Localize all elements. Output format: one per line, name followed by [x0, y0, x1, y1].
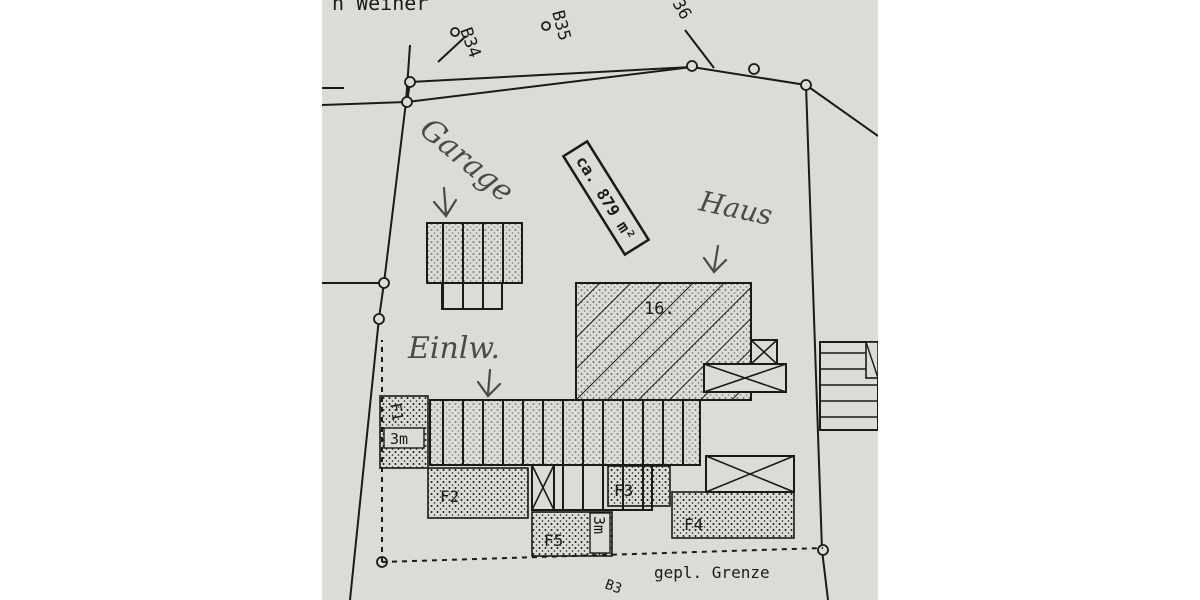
parcel-b34: B34	[455, 25, 484, 61]
field-f2-label: F2	[440, 487, 459, 506]
dimension-bottom: 3m	[590, 516, 608, 534]
dimension-left: 3m	[390, 430, 408, 448]
field-f3-label: F3	[614, 481, 633, 500]
handwritten-garage: Garage	[413, 111, 521, 209]
site-plan-drawing: ca. 879 m² n Weiher B34 B35 36 16. F1 F2…	[322, 0, 878, 600]
property-lines	[322, 29, 878, 600]
parcel-b35: B35	[547, 8, 574, 43]
area-label: ca. 879 m²	[572, 152, 639, 244]
house-building	[575, 282, 787, 401]
field-f1-label: F1	[386, 402, 407, 423]
bottom-fragment: B3	[603, 577, 624, 598]
header-fragment: n Weiher	[332, 0, 428, 15]
einlw-building	[429, 399, 795, 511]
parcel-b36: 36	[668, 0, 696, 23]
field-f5-label: F5	[544, 531, 563, 550]
area-label-box: ca. 879 m²	[561, 139, 651, 257]
house-number: 16.	[644, 299, 675, 319]
pencil-arrows	[432, 186, 728, 398]
site-plan-paper: ca. 879 m² n Weiher B34 B35 36 16. F1 F2…	[322, 0, 878, 600]
handwritten-einlw: Einlw.	[407, 331, 500, 366]
field-f2-area	[427, 467, 529, 519]
field-f3-area	[607, 465, 671, 507]
field-f4-label: F4	[684, 515, 703, 534]
survey-points	[373, 21, 829, 568]
boundary-label: gepl. Grenze	[654, 563, 770, 582]
handwritten-haus: Haus	[696, 184, 776, 232]
field-f4-area	[671, 491, 795, 539]
garage-building	[426, 222, 523, 310]
neighbor-building	[819, 341, 878, 431]
